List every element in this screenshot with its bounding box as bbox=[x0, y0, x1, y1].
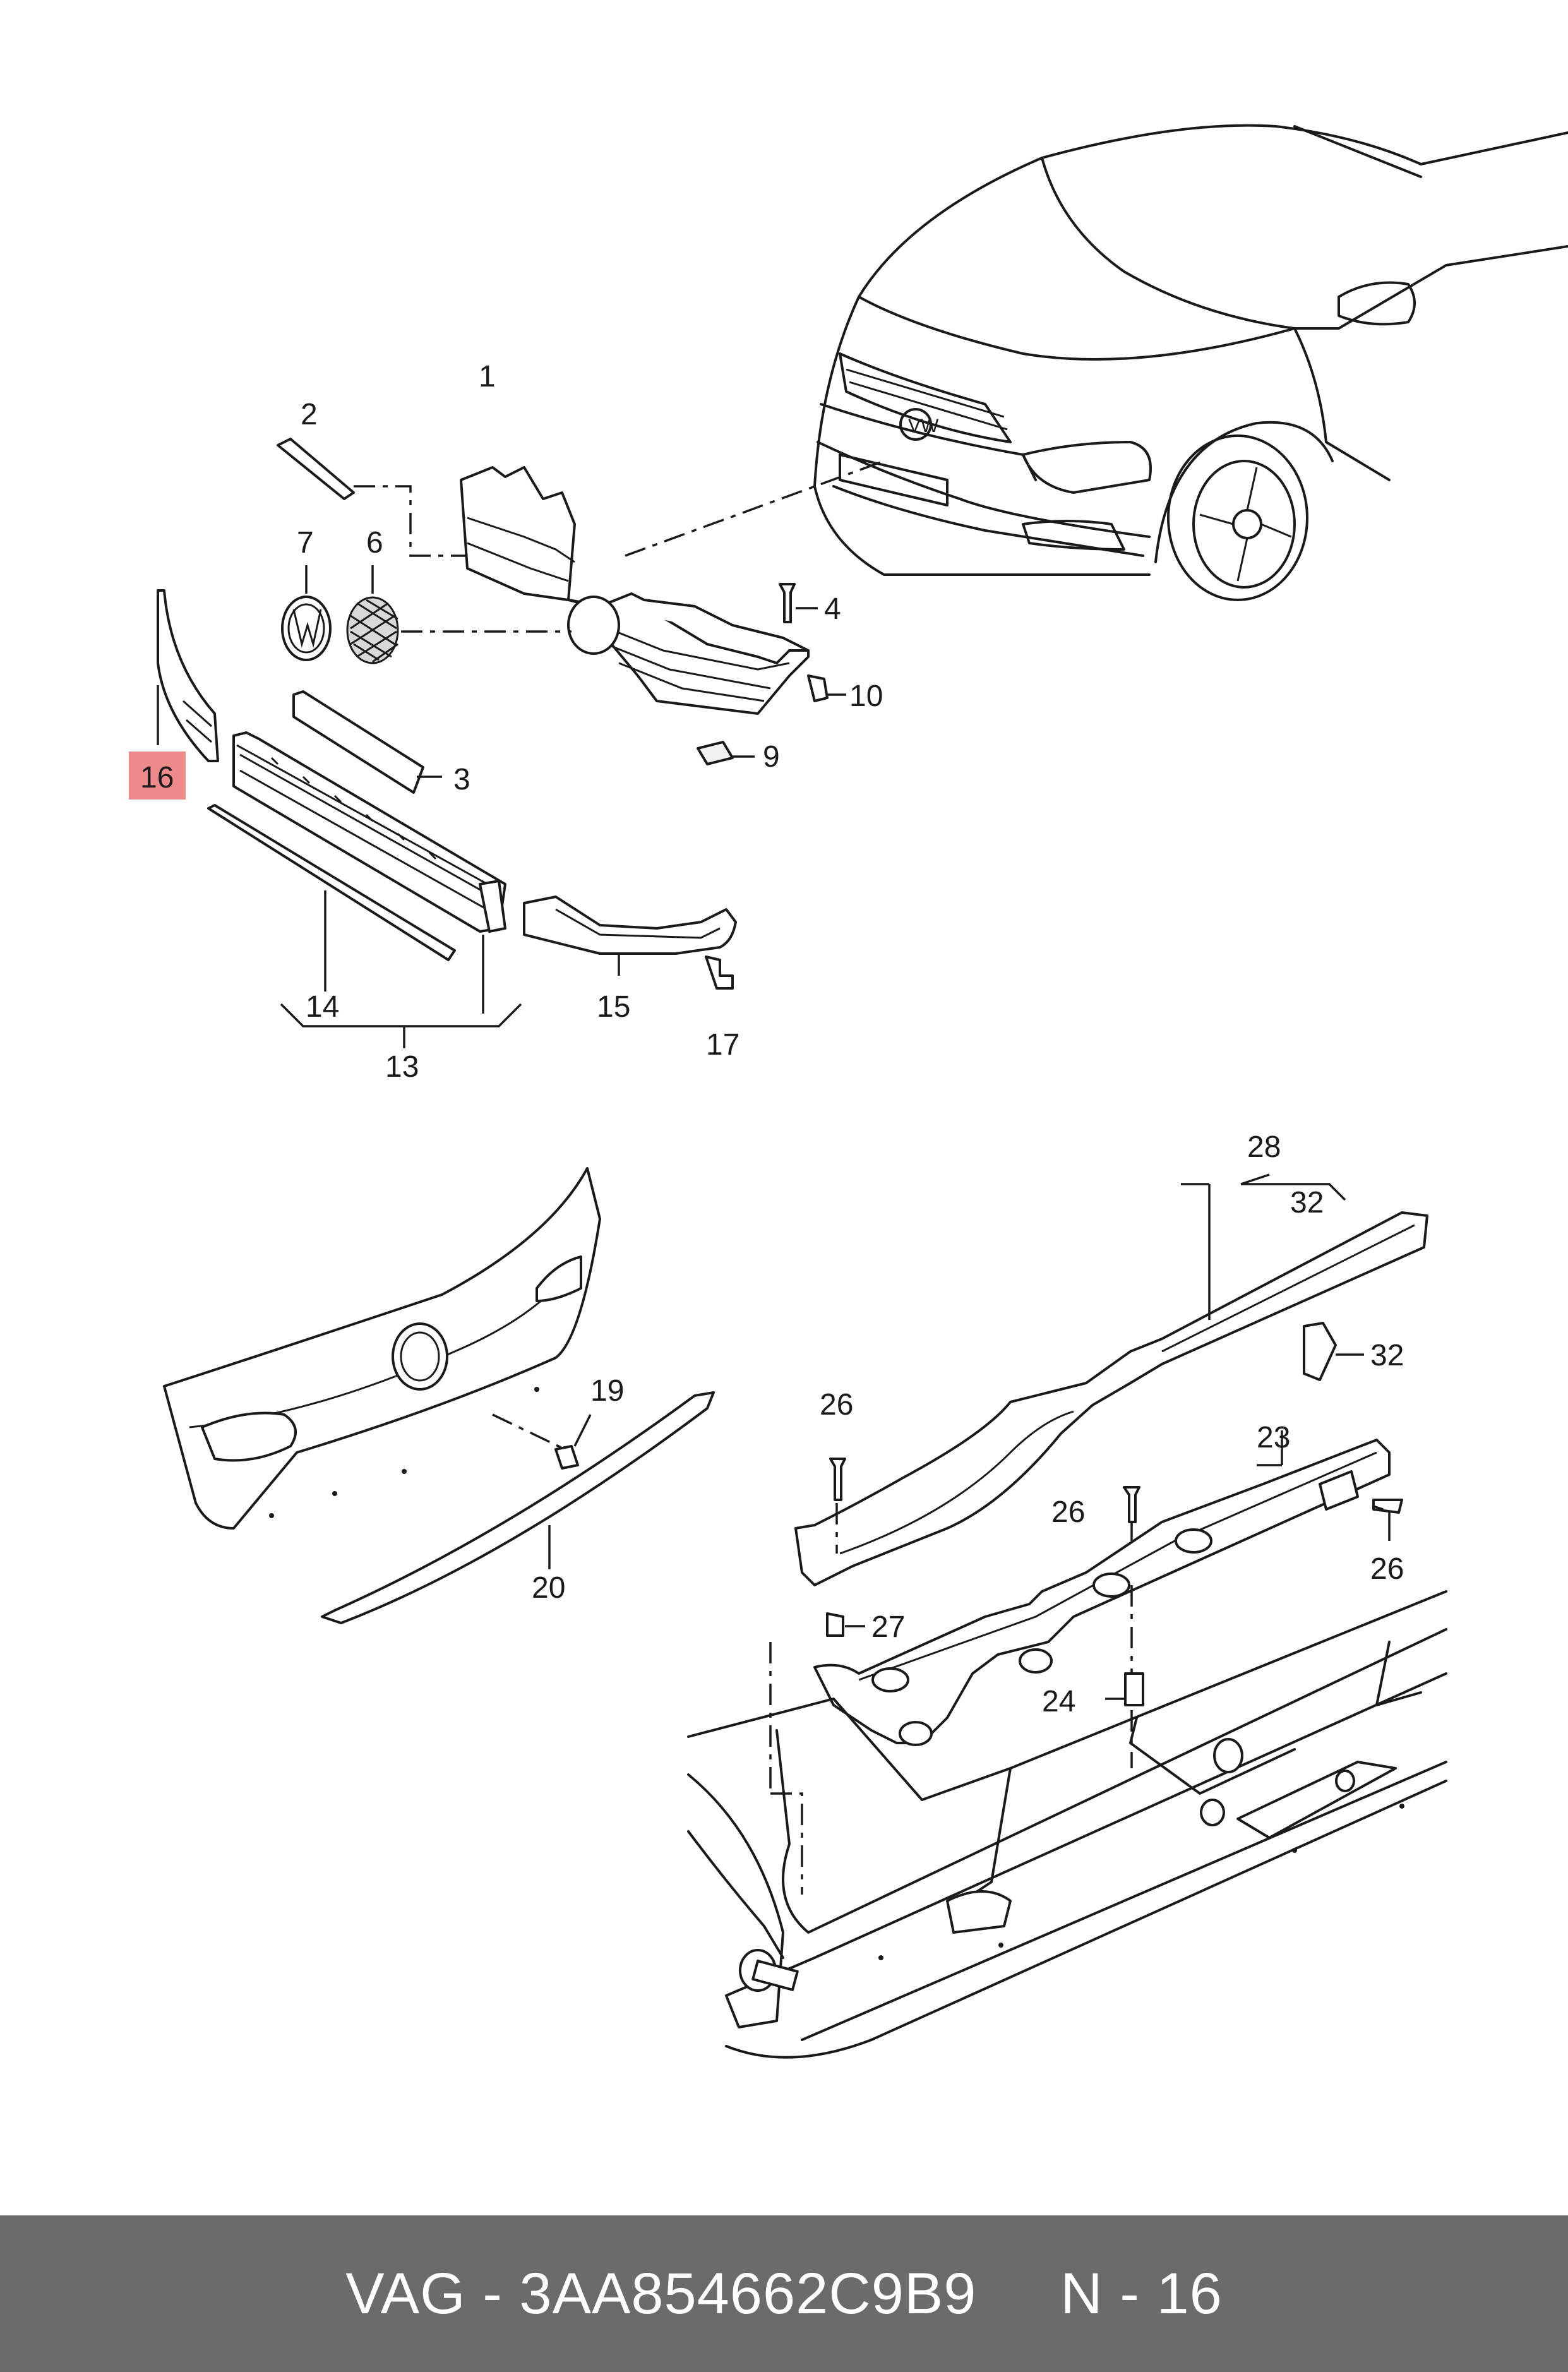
part-2-strip bbox=[277, 438, 467, 557]
callout-24: 24 bbox=[1042, 1685, 1075, 1718]
part-15-trim bbox=[523, 895, 737, 976]
upper-grille bbox=[460, 466, 810, 715]
callout-7: 7 bbox=[297, 526, 314, 560]
callout-26-left: 26 bbox=[820, 1388, 853, 1422]
rear-panel bbox=[163, 1167, 715, 1624]
part-number-label: VAG - 3AA854662C9B9 N - 16 bbox=[345, 2261, 1223, 2326]
callout-26-right: 26 bbox=[1370, 1552, 1404, 1586]
callout-23: 23 bbox=[1257, 1421, 1290, 1454]
callout-9: 9 bbox=[763, 740, 780, 774]
lower-grille bbox=[207, 731, 506, 1014]
callout-17: 17 bbox=[706, 1028, 739, 1062]
callout-4: 4 bbox=[824, 592, 841, 626]
callout-13: 13 bbox=[385, 1050, 419, 1084]
callout-2: 2 bbox=[301, 398, 318, 431]
car-illustration: VW bbox=[813, 124, 1568, 601]
underbody-assembly bbox=[687, 1173, 1447, 2059]
callout-26-mid: 26 bbox=[1051, 1495, 1085, 1529]
fasteners-top bbox=[697, 583, 846, 990]
callout-1: 1 bbox=[479, 360, 496, 393]
callout-labels: 1 2 7 6 4 10 9 3 16 14 15 13 17 19 20 28… bbox=[140, 360, 1404, 1718]
callout-3: 3 bbox=[453, 763, 470, 796]
callout-20: 20 bbox=[532, 1571, 565, 1605]
vw-emblem bbox=[281, 565, 332, 661]
footer-bar: VAG - 3AA854662C9B9 N - 16 bbox=[0, 2215, 1568, 2372]
bracket-13 bbox=[280, 1003, 522, 1048]
mesh-emblem bbox=[346, 565, 572, 664]
callout-32-clip: 32 bbox=[1370, 1339, 1404, 1372]
callout-6: 6 bbox=[366, 526, 383, 560]
part-3-plate bbox=[292, 690, 442, 794]
callout-19: 19 bbox=[590, 1374, 624, 1408]
parts-diagram: VW bbox=[129, 124, 1568, 2059]
callout-27: 27 bbox=[871, 1610, 905, 1644]
callout-28: 28 bbox=[1247, 1130, 1281, 1164]
part-16-strip bbox=[157, 589, 219, 762]
svg-text:VW: VW bbox=[908, 416, 939, 436]
callout-14: 14 bbox=[306, 990, 339, 1024]
callout-16: 16 bbox=[140, 761, 174, 794]
callout-32-top: 32 bbox=[1290, 1186, 1324, 1219]
callout-10: 10 bbox=[849, 680, 883, 713]
part-16-highlight bbox=[129, 752, 186, 800]
callout-15: 15 bbox=[597, 990, 630, 1024]
